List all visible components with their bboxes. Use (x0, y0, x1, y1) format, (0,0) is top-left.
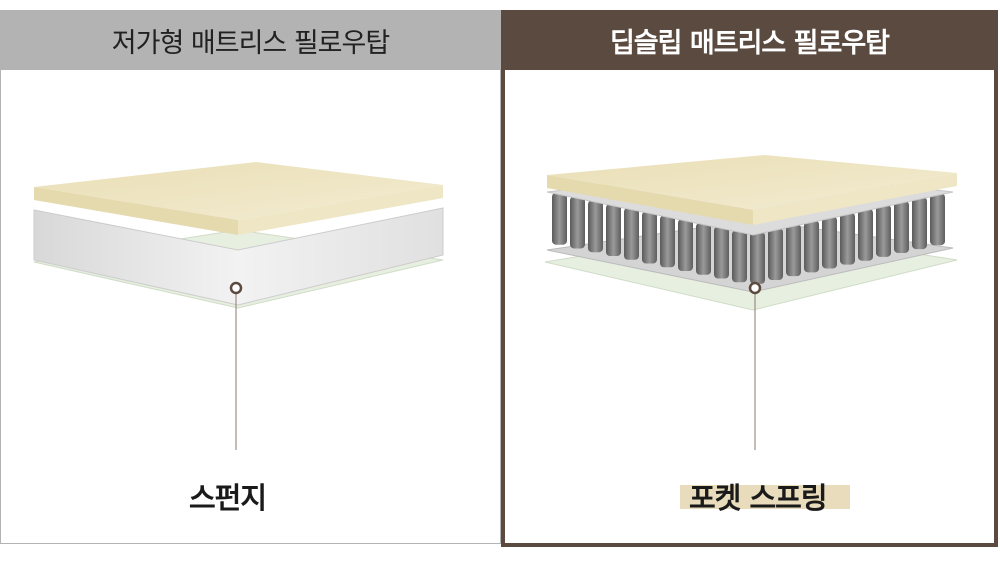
low-cost-panel: 저가형 매트리스 필로우탑 스펀지 (0, 10, 501, 544)
panel-title: 저가형 매트리스 필로우탑 (1, 10, 500, 70)
spring-coil (840, 212, 855, 265)
spring-coil (624, 207, 639, 260)
spring-coil (750, 231, 765, 284)
pointer-dot-icon (748, 281, 762, 295)
layer-label: 포켓 스프링 (689, 481, 827, 515)
spring-coil (786, 224, 801, 277)
spring-coil (588, 200, 603, 253)
spring-coil (768, 228, 783, 281)
spring-coil (822, 216, 837, 269)
label-highlight (680, 485, 850, 509)
pointer-dot-icon (229, 281, 243, 295)
spring-coil (570, 196, 585, 249)
spring-coil (930, 193, 945, 246)
spring-coil (894, 200, 909, 253)
spring-coil (804, 220, 819, 273)
spring-coil (912, 197, 927, 250)
spring-coil (858, 208, 873, 261)
spring-coil (696, 222, 711, 275)
spring-coil (642, 211, 657, 264)
pocket-spring-mattress-illustration (544, 155, 958, 450)
sponge-mattress-illustration (33, 162, 444, 450)
panel-title: 딥슬립 매트리스 필로우탑 (505, 10, 994, 70)
layer-label: 스펀지 (189, 481, 267, 515)
spring-coil (660, 215, 675, 268)
spring-coil (732, 230, 747, 283)
spring-coil (552, 192, 567, 245)
spring-coil (678, 219, 693, 272)
deepsleep-panel: 딥슬립 매트리스 필로우탑 포켓 스프링 (501, 10, 998, 547)
spring-coil (876, 204, 891, 257)
spring-coil (606, 203, 621, 256)
spring-coil (714, 226, 729, 279)
